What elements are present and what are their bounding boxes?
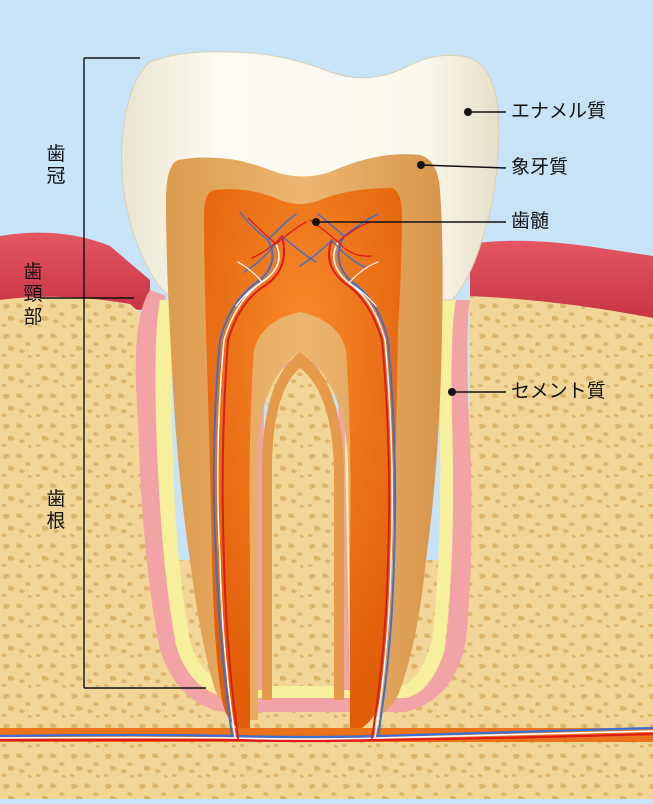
- label-dentin: 象牙質: [511, 156, 569, 178]
- region-root-char-1: 歯: [46, 488, 66, 510]
- pulp: [204, 188, 402, 728]
- label-enamel: エナメル質: [511, 100, 607, 122]
- cementum-layer: [155, 300, 456, 698]
- gum-left: [0, 232, 150, 310]
- leader-cementum: [448, 388, 506, 396]
- vessels-and-nerves: [0, 211, 653, 743]
- label-cementum: セメント質: [511, 380, 606, 402]
- alveolar-bone: [0, 296, 653, 799]
- region-neck-char-2: 頸: [23, 283, 43, 306]
- periodontal-ligament: [135, 290, 472, 712]
- region-root-label: 歯 根: [44, 488, 68, 533]
- leader-dentin: [417, 161, 507, 169]
- region-bracket: [40, 57, 206, 689]
- dentin-inner-rim: [262, 352, 344, 700]
- label-pulp: 歯髄: [511, 210, 550, 232]
- region-crown-label: 歯 冠: [44, 143, 68, 188]
- region-neck-label: 歯 頸 部: [21, 261, 45, 328]
- inter-radicular-bone: [260, 350, 340, 680]
- region-neck-char-1: 歯: [23, 261, 43, 283]
- region-root-char-2: 根: [46, 510, 66, 533]
- region-neck-char-3: 部: [23, 305, 43, 328]
- region-crown-char-2: 冠: [46, 165, 66, 188]
- leader-enamel: [464, 108, 506, 116]
- leader-pulp: [312, 218, 506, 226]
- region-crown-char-1: 歯: [46, 143, 66, 165]
